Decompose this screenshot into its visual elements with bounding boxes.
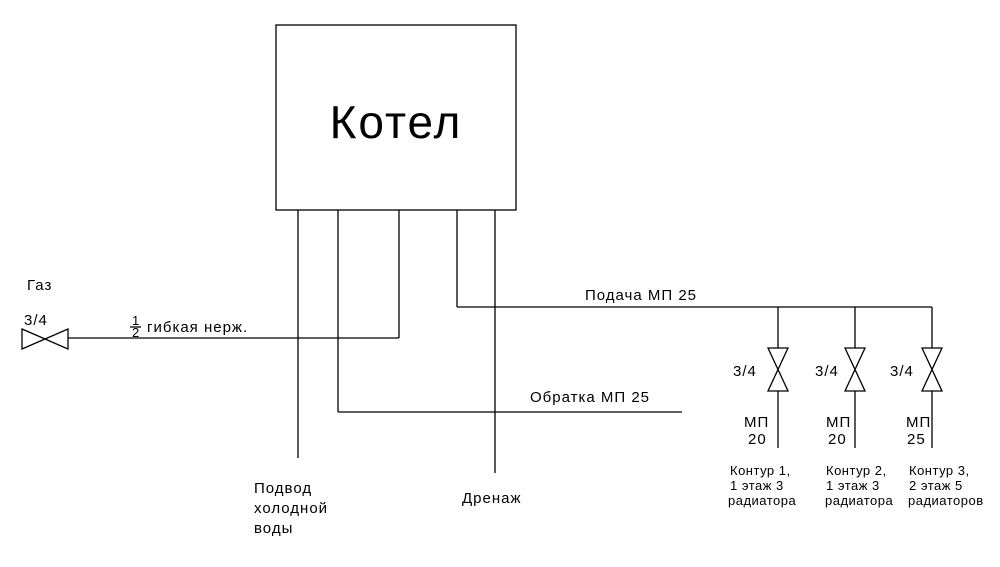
circuit-1-pipe-label-line1: МП [744,414,769,431]
circuit-2-pipe-label-line1: МП [826,414,851,431]
drain-label: Дренаж [462,490,522,507]
circuit-2-valve-icon [843,347,867,392]
circuit-2: 3/4 МП 20 Контур 2, 1 этаж 3 радиатора [815,307,894,508]
circuit-3-desc-line3: радиаторов [908,493,984,508]
circuit-1-pipe-label-line2: 20 [748,431,767,448]
circuit-1-desc-line3: радиатора [728,493,797,508]
circuit-3-valve-size: 3/4 [890,363,914,380]
circuit-2-desc-line2: 1 этаж 3 [826,478,880,493]
hose-fraction-denominator: 2 [132,325,140,340]
circuit-1-valve-size: 3/4 [733,363,757,380]
circuit-2-valve-size: 3/4 [815,363,839,380]
circuit-2-desc-line3: радиатора [825,493,894,508]
supply-label: Подача МП 25 [585,287,697,304]
boiler-label: Котел [330,96,463,148]
gas-valve-icon [21,328,69,350]
circuit-1: 3/4 МП 20 Контур 1, 1 этаж 3 радиатора [728,307,797,508]
cold-water-label-line2: холодной [254,500,328,517]
circuit-3-pipe-label-line2: 25 [907,431,926,448]
circuit-3-desc-line1: Контур 3, [909,463,970,478]
circuit-3-pipe-label-line1: МП [906,414,931,431]
hose-label: гибкая нерж. [147,319,248,336]
circuit-1-desc-line2: 1 этаж 3 [730,478,784,493]
circuit-3: 3/4 МП 25 Контур 3, 2 этаж 5 радиаторов [890,307,984,508]
hose-fraction-numerator: 1 [132,313,140,328]
circuit-1-valve-icon [766,347,790,392]
circuit-2-desc-line1: Контур 2, [826,463,887,478]
gas-label: Газ [27,277,52,294]
circuit-3-desc-line2: 2 этаж 5 [909,478,963,493]
cold-water-label-line1: Подвод [254,480,312,497]
gas-valve-size: 3/4 [24,312,48,329]
circuit-2-pipe-label-line2: 20 [828,431,847,448]
circuit-3-valve-icon [920,347,944,392]
cold-water-label-line3: воды [254,520,293,537]
circuit-1-desc-line1: Контур 1, [730,463,791,478]
boiler-box [275,24,517,211]
return-label: Обратка МП 25 [530,389,650,406]
